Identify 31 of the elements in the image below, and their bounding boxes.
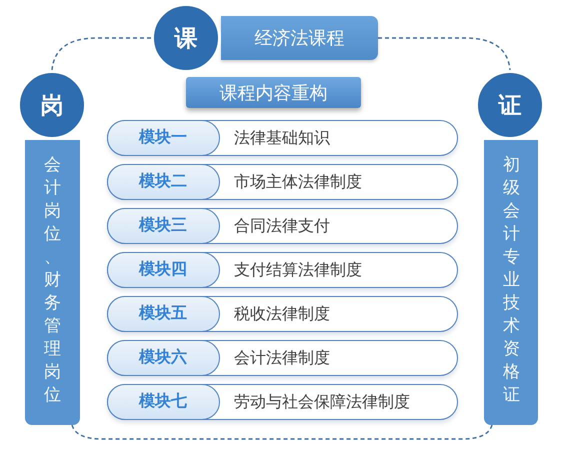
heading-circle: 证 — [475, 70, 545, 140]
module-title: 法律基础知识 — [234, 126, 330, 148]
section-header-banner: 课程内容重构 — [186, 77, 361, 108]
job-positions-panel: 会计岗位、财务管理岗位 — [25, 140, 80, 425]
module-tag: 模块六 — [106, 340, 220, 376]
module-tag: 模块七 — [106, 384, 220, 420]
module-tag: 模块二 — [106, 164, 220, 200]
module-tag: 模块一 — [106, 120, 220, 156]
module-title: 支付结算法律制度 — [234, 258, 362, 280]
module-title: 劳动与社会保障法律制度 — [234, 390, 410, 412]
module-tag: 模块三 — [106, 208, 220, 244]
module-title: 合同法律支付 — [234, 214, 330, 236]
module-row — [107, 252, 458, 288]
module-row — [107, 164, 458, 200]
module-tag: 模块四 — [106, 252, 220, 288]
module-row — [107, 340, 458, 376]
heading-circle: 岗 — [17, 70, 87, 140]
module-row — [107, 120, 458, 156]
module-title: 会计法律制度 — [234, 346, 330, 368]
heading-circle: 课 — [151, 3, 221, 73]
dashed-connector — [378, 37, 511, 70]
dashed-connector — [71, 424, 493, 440]
course-title-banner: 经济法课程 — [221, 16, 378, 60]
module-tag: 模块五 — [106, 296, 220, 332]
module-row — [107, 208, 458, 244]
module-row — [107, 384, 458, 420]
certificate-panel: 初级会计专业技术资格证 — [484, 140, 538, 425]
module-title: 市场主体法律制度 — [234, 170, 362, 192]
module-title: 税收法律制度 — [234, 302, 330, 324]
module-row — [107, 296, 458, 332]
dashed-connector — [51, 37, 151, 70]
